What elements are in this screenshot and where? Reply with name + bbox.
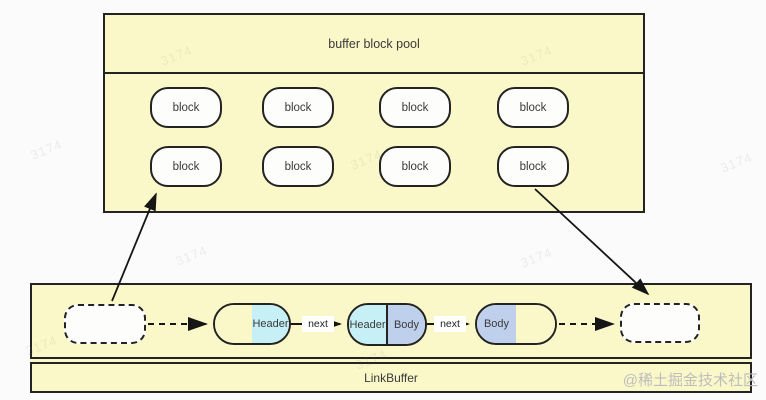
next-edge-label: next bbox=[434, 316, 466, 332]
dashed-placeholder-node-right bbox=[620, 303, 700, 343]
chain-node-header: Header bbox=[213, 303, 291, 345]
node-body-half: Body bbox=[477, 305, 516, 343]
diagonal-watermark: 3174 bbox=[173, 242, 210, 269]
dashed-placeholder-node-left bbox=[64, 304, 146, 344]
chain-node-header-body: Header Body bbox=[347, 303, 427, 346]
pool-block: block bbox=[497, 87, 569, 128]
node-body-half: Body bbox=[386, 305, 425, 344]
diagonal-watermark: 3174 bbox=[28, 136, 65, 163]
next-edge-label: next bbox=[302, 316, 334, 332]
pool-block: block bbox=[262, 146, 334, 187]
node-header-half: Header bbox=[349, 305, 386, 344]
pool-block: block bbox=[150, 146, 222, 187]
pool-title: buffer block pool bbox=[105, 15, 643, 74]
linkbuffer-label-strip: LinkBuffer bbox=[30, 362, 752, 393]
linkbuffer-label: LinkBuffer bbox=[364, 370, 418, 385]
buffer-block-pool-panel: buffer block pool block block block bloc… bbox=[103, 13, 645, 213]
pool-block: block bbox=[379, 87, 451, 128]
node-header-half: Header bbox=[252, 305, 289, 343]
pool-block: block bbox=[150, 87, 222, 128]
diagonal-watermark: 3174 bbox=[718, 149, 755, 176]
pool-block: block bbox=[262, 87, 334, 128]
node-empty-half bbox=[215, 305, 252, 343]
node-empty-half bbox=[516, 305, 555, 343]
site-credit-watermark: @稀土掘金技术社区 bbox=[622, 372, 758, 389]
pool-block: block bbox=[497, 146, 569, 187]
diagonal-watermark: 3174 bbox=[518, 244, 555, 271]
chain-node-body: Body bbox=[475, 303, 557, 345]
pool-block: block bbox=[379, 146, 451, 187]
